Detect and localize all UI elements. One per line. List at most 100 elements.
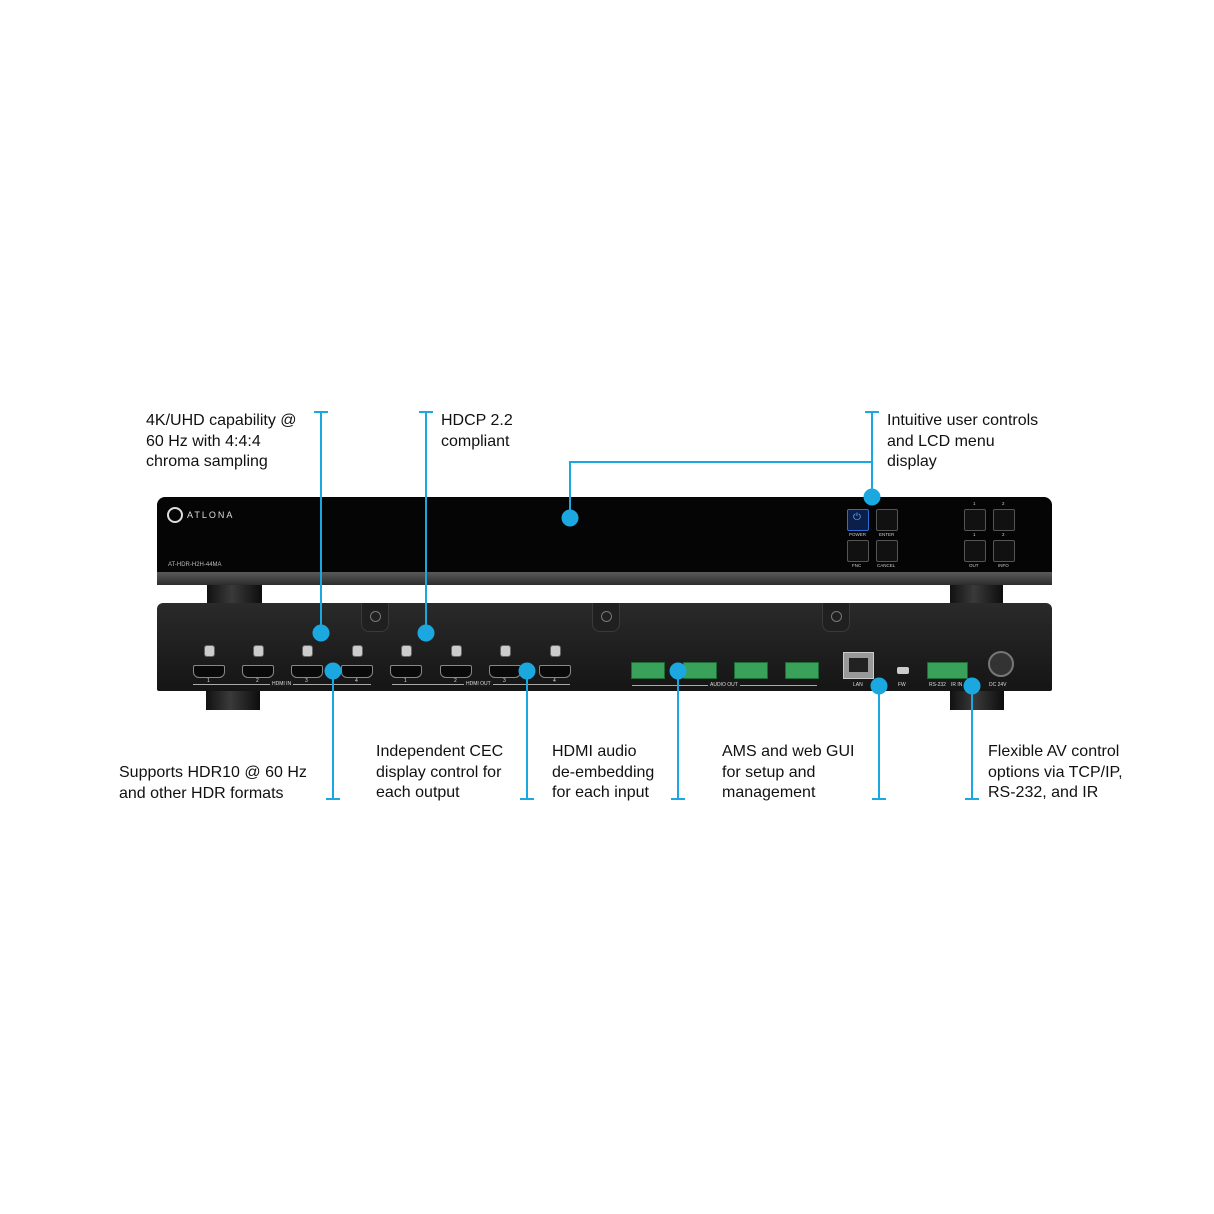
front-left-foot [207, 585, 262, 605]
callout-dot [417, 624, 435, 642]
callout-tick [419, 411, 433, 413]
button-label: OUT [969, 563, 979, 568]
hdmi-out-1-ir-jack[interactable] [401, 645, 412, 657]
output-2-button[interactable] [993, 540, 1015, 562]
rs232-ir-terminal[interactable] [927, 662, 968, 679]
callout-av-control: Flexible AV control options via TCP/IP, … [988, 743, 1123, 802]
callout-dot [518, 662, 536, 680]
lan-label: LAN [853, 682, 863, 688]
callout-line [425, 412, 427, 633]
port-number: 4 [355, 678, 358, 684]
callout-uhd: 4K/UHD capability @ 60 Hz with 4:4:4 chr… [146, 412, 297, 471]
callout-line [971, 686, 973, 799]
callout-line [677, 671, 679, 799]
power-label: POWER [849, 532, 867, 537]
callout-dot [870, 677, 888, 695]
ir-in-label: IR IN [951, 682, 963, 688]
callout-hdcp: HDCP 2.2 compliant [441, 412, 513, 450]
hdmi-out-4-port[interactable] [539, 665, 571, 678]
hdmi-in-label: HDMI IN [270, 681, 294, 687]
callout-hdr: Supports HDR10 @ 60 Hz and other HDR for… [119, 764, 307, 802]
callout-tick [671, 798, 685, 800]
lan-port[interactable] [843, 652, 874, 679]
audio-out-label: AUDIO OUT [708, 682, 740, 688]
button-label: 1 [973, 532, 976, 537]
callout-dot [863, 488, 881, 506]
callout-dot [669, 662, 687, 680]
callout-tick [520, 798, 534, 800]
callout-ams: AMS and web GUI for setup and management [722, 743, 855, 802]
mount-tab [822, 603, 850, 632]
rear-left-foot [206, 688, 260, 710]
callout-line [332, 671, 334, 799]
hdmi-out-3-ir-jack[interactable] [500, 645, 511, 657]
hdmi-out-1-port[interactable] [390, 665, 422, 678]
port-number: 3 [305, 678, 308, 684]
port-number: 1 [207, 678, 210, 684]
callout-line [569, 461, 872, 463]
callout-dot [963, 677, 981, 695]
front-panel-bottom-edge [157, 572, 1052, 585]
port-number: 1 [404, 678, 407, 684]
cancel-button[interactable] [876, 540, 898, 562]
hdmi-out-2-port[interactable] [440, 665, 472, 678]
hdmi-out-2-ir-jack[interactable] [451, 645, 462, 657]
power-icon: ⏻ [853, 512, 861, 523]
output-1-button[interactable] [964, 540, 986, 562]
input-2-button[interactable] [993, 509, 1015, 531]
model-label: AT-HDR-H2H-44MA [168, 562, 222, 568]
fnc-label: FNC [852, 563, 862, 568]
power-button[interactable]: ⏻ [847, 509, 869, 531]
callout-tick [872, 798, 886, 800]
fw-label: FW [898, 682, 906, 688]
button-label: 1 [973, 501, 976, 506]
mount-tab [592, 603, 620, 632]
button-label: 2 [1002, 532, 1005, 537]
atlona-logo-icon [167, 507, 183, 523]
callout-line [569, 461, 571, 518]
button-label: 2 [1002, 501, 1005, 506]
hdmi-in-2-port[interactable] [242, 665, 274, 678]
front-right-foot [950, 585, 1003, 605]
enter-button[interactable] [876, 509, 898, 531]
callout-dot [312, 624, 330, 642]
callout-dot [561, 509, 579, 527]
port-number: 2 [454, 678, 457, 684]
callout-tick [314, 411, 328, 413]
cancel-label: CANCEL [877, 563, 896, 568]
hdmi-in-4-port[interactable] [341, 665, 373, 678]
rear-right-foot [950, 688, 1004, 710]
front-panel [157, 497, 1052, 585]
hdmi-in-4-ir-jack[interactable] [352, 645, 363, 657]
hdmi-in-1-ir-jack[interactable] [204, 645, 215, 657]
hdmi-in-1-port[interactable] [193, 665, 225, 678]
callout-tick [326, 798, 340, 800]
hdmi-in-3-port[interactable] [291, 665, 323, 678]
hdmi-out-3-port[interactable] [489, 665, 521, 678]
callout-audio: HDMI audio de-embedding for each input [552, 743, 655, 802]
input-1-button[interactable] [964, 509, 986, 531]
callout-tick [965, 798, 979, 800]
port-number: 4 [553, 678, 556, 684]
callout-line [871, 412, 873, 497]
audio-out-4-terminal[interactable] [785, 662, 819, 679]
callout-tick [865, 411, 879, 413]
hdmi-in-3-ir-jack[interactable] [302, 645, 313, 657]
dc-power-port[interactable] [988, 651, 1014, 677]
audio-out-2-terminal[interactable] [683, 662, 717, 679]
button-label: INFO [998, 563, 1009, 568]
port-number: 3 [503, 678, 506, 684]
hdmi-out-label: HDMI OUT [464, 681, 493, 687]
callout-line [526, 671, 528, 799]
dc-label: DC 24V [989, 682, 1007, 688]
fw-port[interactable] [897, 667, 909, 674]
mount-tab [361, 603, 389, 632]
audio-out-3-terminal[interactable] [734, 662, 768, 679]
fnc-button[interactable] [847, 540, 869, 562]
brand-logo-text: ATLONA [187, 510, 235, 520]
audio-out-1-terminal[interactable] [631, 662, 665, 679]
hdmi-in-2-ir-jack[interactable] [253, 645, 264, 657]
hdmi-out-4-ir-jack[interactable] [550, 645, 561, 657]
callout-line [320, 412, 322, 633]
